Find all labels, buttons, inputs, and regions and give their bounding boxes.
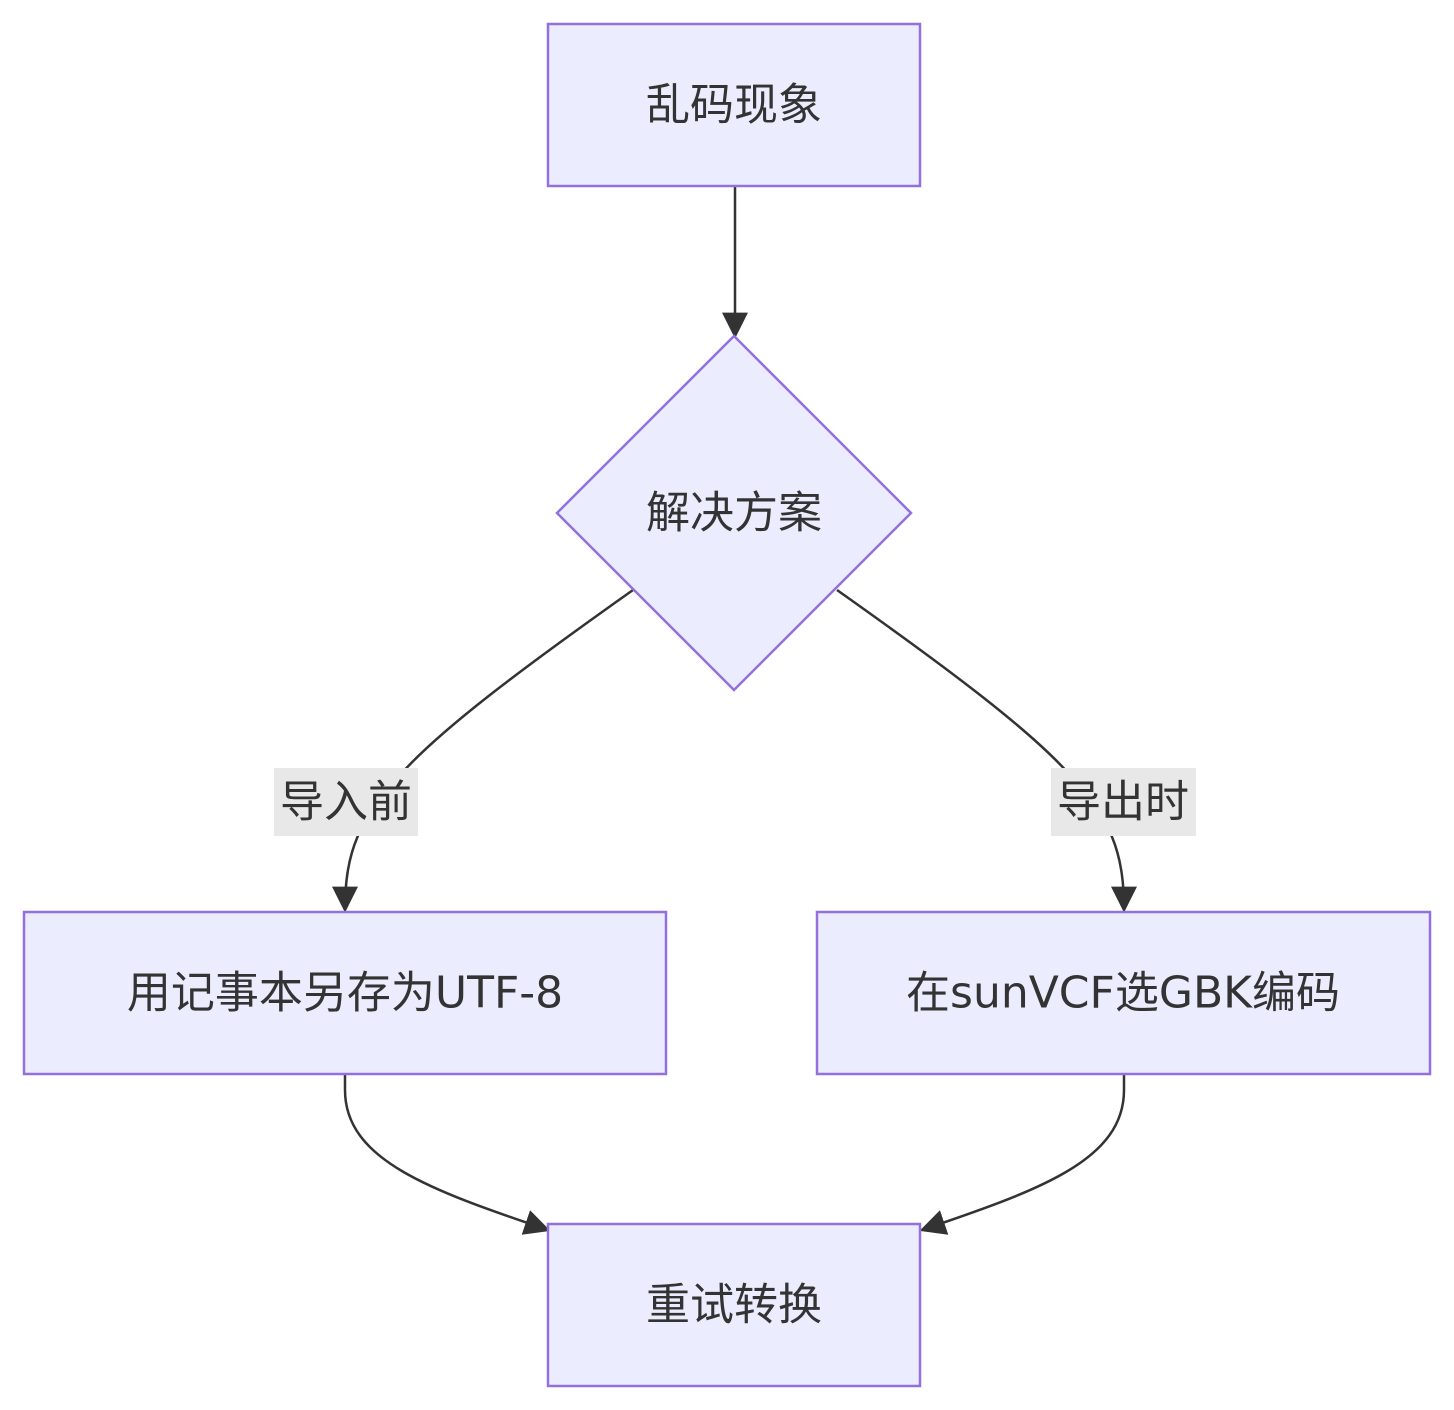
node-solution-decision[interactable]: 解决方案 xyxy=(555,334,913,692)
edge-label-before-import-text: 导入前 xyxy=(280,777,412,828)
node-notepad-utf8-label: 用记事本另存为UTF-8 xyxy=(127,968,563,1019)
node-solution-label: 解决方案 xyxy=(646,488,822,539)
node-symptom[interactable]: 乱码现象 xyxy=(546,22,922,188)
node-symptom-label: 乱码现象 xyxy=(646,80,822,131)
edge-label-on-export: 导出时 xyxy=(1051,768,1196,836)
edge-notepad-to-retry xyxy=(343,1075,551,1235)
node-retry-label: 重试转换 xyxy=(646,1280,822,1331)
node-sunvcf-gbk-label: 在sunVCF选GBK编码 xyxy=(906,968,1340,1019)
edge-label-before-import: 导入前 xyxy=(274,768,418,836)
node-notepad-utf8[interactable]: 用记事本另存为UTF-8 xyxy=(22,910,668,1076)
edge-solution-to-notepad xyxy=(332,588,634,913)
edge-label-on-export-text: 导出时 xyxy=(1057,777,1189,828)
edge-sunvcf-to-retry xyxy=(919,1075,1126,1235)
node-sunvcf-gbk[interactable]: 在sunVCF选GBK编码 xyxy=(815,910,1432,1076)
edge-solution-to-sunvcf xyxy=(836,588,1137,913)
node-retry[interactable]: 重试转换 xyxy=(546,1222,922,1388)
